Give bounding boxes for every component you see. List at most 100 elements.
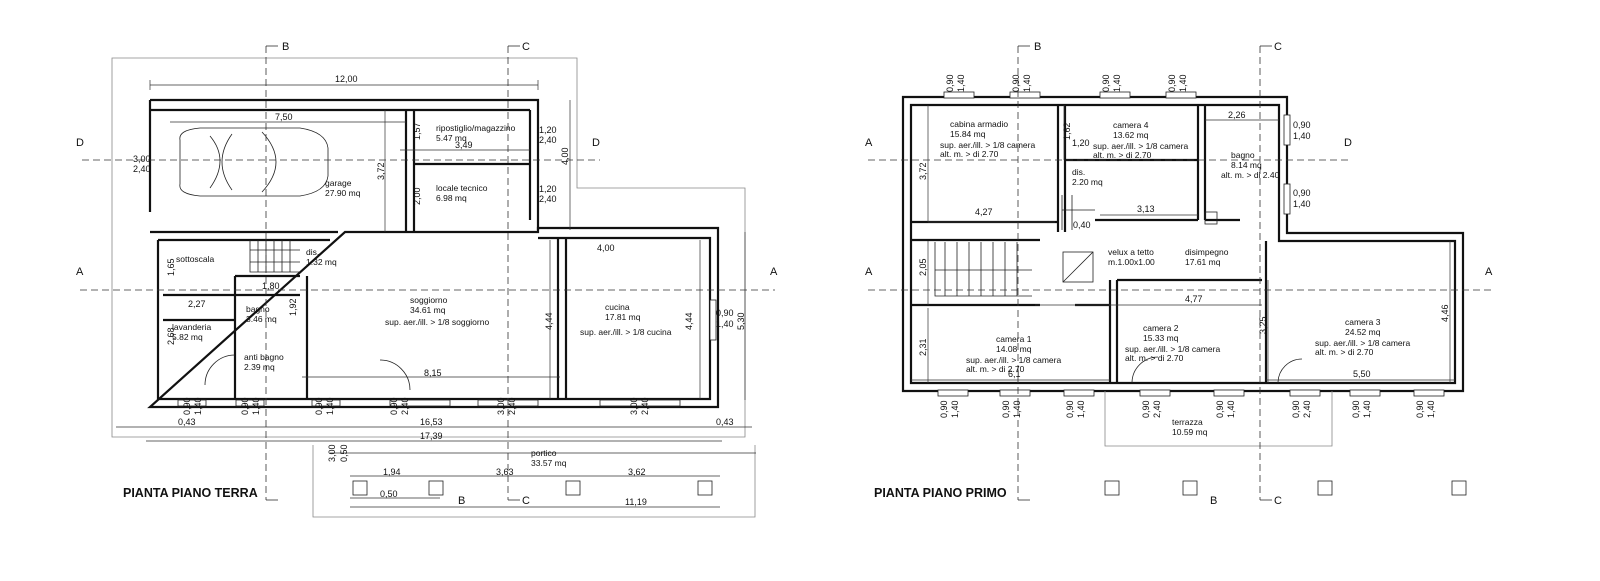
ff-cabina-label: cabina armadio bbox=[950, 119, 1008, 129]
inner-walls bbox=[163, 110, 568, 399]
ff-win-size: 1,40 bbox=[1012, 400, 1022, 418]
ff-dim-vertical: 2,05 bbox=[918, 258, 928, 276]
ff-dim: 6,1 bbox=[1008, 369, 1021, 379]
ff-terrace-columns bbox=[1104, 480, 1467, 496]
gf-dim: 1,80 bbox=[262, 281, 280, 291]
ff-section-b-bottom: B bbox=[1210, 495, 1217, 507]
gf-dim: 2,40 bbox=[539, 194, 557, 204]
ff-win-size: 0,90 bbox=[1351, 400, 1361, 418]
gf-soggiorno-label: soggiorno bbox=[410, 295, 448, 305]
gf-win-size: 0,90 bbox=[314, 397, 324, 415]
ff-cabina-area: 15.84 mq bbox=[950, 129, 986, 139]
ff-camera4-note2: alt. m. > di 2.70 bbox=[1093, 150, 1152, 160]
ff-win-size: 1,40 bbox=[1112, 74, 1122, 92]
gf-section-b-top: B bbox=[282, 41, 289, 53]
gf-section-a-left: A bbox=[76, 266, 84, 278]
first-floor-plan: cabina armadio 15.84 mq sup. aer./ill. >… bbox=[865, 41, 1495, 507]
gf-cucina-note: sup. aer./ill. > 1/8 cucina bbox=[580, 327, 672, 337]
ground-floor-title: PIANTA PIANO TERRA bbox=[123, 486, 258, 500]
gf-dim: 2,40 bbox=[539, 135, 557, 145]
gf-dim: 0,90 bbox=[716, 308, 734, 318]
ff-section-c-bottom: C bbox=[1274, 495, 1282, 507]
ff-bagno-area: 8.14 mq bbox=[1231, 160, 1262, 170]
gf-soggiorno-note: sup. aer./ill. > 1/8 soggiorno bbox=[385, 317, 489, 327]
ff-win-size: 1,40 bbox=[1426, 400, 1436, 418]
ff-dim: 0,90 bbox=[1293, 188, 1311, 198]
ff-dim: 4,27 bbox=[975, 207, 993, 217]
gf-win-size: 0,90 bbox=[240, 397, 250, 415]
ff-win-size: 1,40 bbox=[1226, 400, 1236, 418]
gf-lavanderia-label: lavanderia bbox=[172, 322, 211, 332]
gf-section-a-right: A bbox=[770, 266, 778, 278]
ff-dim-vertical: 2,31 bbox=[918, 338, 928, 356]
gf-dim: 17,39 bbox=[420, 431, 443, 441]
ff-cabina-note1: sup. aer./ill. > 1/8 camera bbox=[940, 140, 1035, 150]
gf-locale-tecnico-label: locale tecnico bbox=[436, 183, 488, 193]
gf-garage-label: garage bbox=[325, 178, 352, 188]
dimension-lines bbox=[116, 80, 756, 508]
first-floor-title: PIANTA PIANO PRIMO bbox=[874, 486, 1007, 500]
ff-disimpegno-label: disimpegno bbox=[1185, 247, 1229, 257]
gf-dim: 3,62 bbox=[628, 467, 646, 477]
ff-disimpegno-area: 17.61 mq bbox=[1185, 257, 1221, 267]
ff-win-size: 0,90 bbox=[945, 74, 955, 92]
gf-soggiorno-area: 34.61 mq bbox=[410, 305, 446, 315]
ff-win-size: 0,90 bbox=[1415, 400, 1425, 418]
gf-antibagno-label: anti bagno bbox=[244, 352, 284, 362]
ff-camera2-area: 15.33 mq bbox=[1143, 333, 1179, 343]
ff-camera4-label: camera 4 bbox=[1113, 120, 1149, 130]
gf-dim-vertical: 5,30 bbox=[736, 312, 746, 330]
ff-win-size: 0,90 bbox=[1065, 400, 1075, 418]
gf-locale-tecnico-area: 6.98 mq bbox=[436, 193, 467, 203]
gf-dim: 0,50 bbox=[380, 489, 398, 499]
ff-win-size: 0,90 bbox=[1141, 400, 1151, 418]
gf-dim: 11,19 bbox=[625, 497, 647, 507]
gf-section-c-top: C bbox=[522, 41, 530, 53]
ff-win-size: 1,40 bbox=[956, 74, 966, 92]
ff-win-size: 0,90 bbox=[1011, 74, 1021, 92]
ff-dim-vertical: 3,72 bbox=[918, 162, 928, 180]
gf-dim: 1,40 bbox=[716, 319, 734, 329]
gf-dim: 3,49 bbox=[455, 140, 473, 150]
ff-win-size: 1,40 bbox=[1076, 400, 1086, 418]
ff-camera2-note1: sup. aer./ill. > 1/8 camera bbox=[1125, 344, 1220, 354]
ff-win-size: 1,40 bbox=[1022, 74, 1032, 92]
gf-dim: 7,50 bbox=[275, 112, 293, 122]
gf-win-size: 2,40 bbox=[507, 397, 517, 415]
gf-win-size: 2,40 bbox=[400, 397, 410, 415]
gf-sottoscala-label: sottoscala bbox=[176, 254, 215, 264]
ff-section-marks bbox=[1018, 45, 1272, 501]
gf-dim: 12,00 bbox=[335, 74, 358, 84]
ff-win-size: 1,40 bbox=[1362, 400, 1372, 418]
gf-dim-vertical: 3,00 bbox=[327, 444, 337, 462]
gf-dim-vertical: 0,50 bbox=[339, 444, 349, 462]
ff-outer-walls bbox=[901, 95, 1465, 393]
gf-section-b-bottom: B bbox=[458, 495, 465, 507]
gf-dim: 2,27 bbox=[188, 299, 206, 309]
ff-door-arc bbox=[1131, 356, 1303, 384]
gf-portico-area: 33.57 mq bbox=[531, 458, 567, 468]
ff-camera1-note2: alt. m. > di 2.70 bbox=[966, 364, 1025, 374]
gf-bagno-area: 3.46 mq bbox=[246, 314, 277, 324]
gf-win-size: 1,40 bbox=[251, 397, 261, 415]
gf-dim: 1,20 bbox=[539, 184, 557, 194]
ff-win-size: 0,90 bbox=[1215, 400, 1225, 418]
gf-win-size: 3,00 bbox=[629, 397, 639, 415]
gf-dim-vertical: 4,00 bbox=[560, 147, 570, 165]
gf-bagno-label: bagno bbox=[246, 304, 270, 314]
gf-dim: 0,43 bbox=[716, 417, 734, 427]
ff-camera4-area: 13.62 mq bbox=[1113, 130, 1149, 140]
ff-dim: 0,90 bbox=[1293, 120, 1311, 130]
gf-section-d-left: D bbox=[76, 137, 84, 149]
gf-ripostiglio-area: 5.47 mq bbox=[436, 133, 467, 143]
garage-walls bbox=[148, 98, 540, 230]
gf-dim-vertical: 1,65 bbox=[166, 258, 176, 276]
gf-ripostiglio-label: ripostiglio/magazzino bbox=[436, 123, 516, 133]
ff-dim: 1,20 bbox=[1072, 138, 1090, 148]
gf-dim: 1,94 bbox=[383, 467, 401, 477]
gf-win-size: 2,40 bbox=[640, 397, 650, 415]
door-arc bbox=[204, 354, 411, 391]
ff-velux-line1: velux a tetto bbox=[1108, 247, 1154, 257]
gf-dim-vertical: 4,44 bbox=[544, 312, 554, 330]
ff-terrazza-label: terrazza bbox=[1172, 417, 1203, 427]
